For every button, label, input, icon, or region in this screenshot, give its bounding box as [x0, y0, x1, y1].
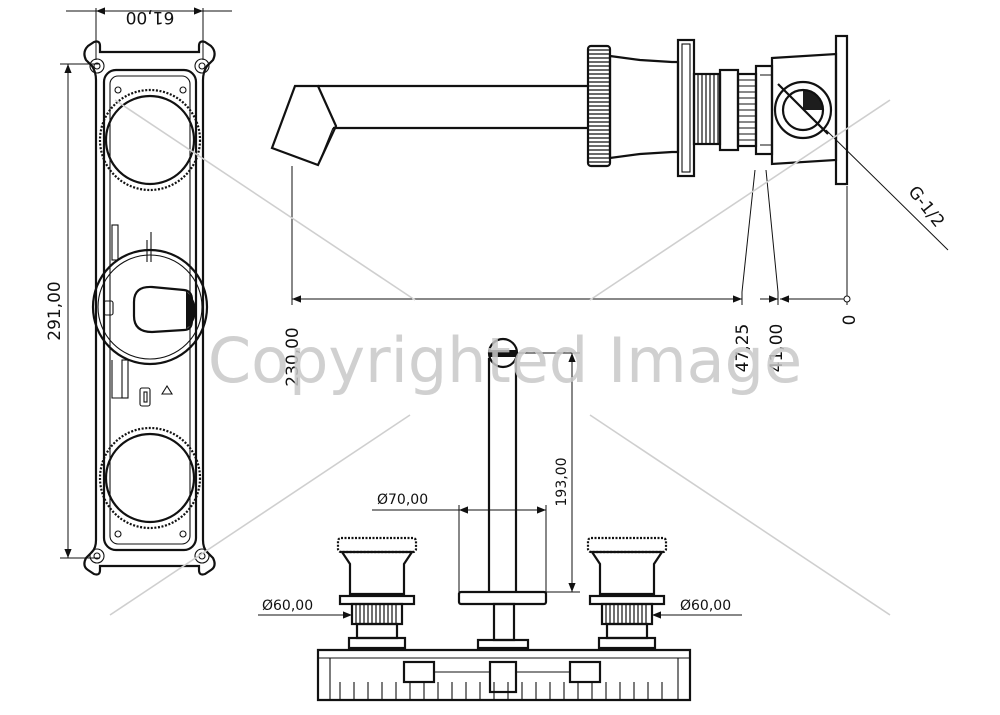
dim-plate-width: 61,00: [126, 7, 175, 27]
watermark: Copyrighted Image: [109, 99, 891, 616]
dim-offset-a: 47,25: [733, 324, 753, 373]
watermark-text: Copyrighted Image: [208, 324, 802, 397]
dim-offset-b: 41,00: [767, 324, 787, 373]
front-view-plate: 61,00 291,00: [45, 7, 232, 576]
dim-left-handle-diameter: Ø60,00: [262, 598, 313, 614]
left-handle: [336, 536, 418, 650]
dim-origin: 0: [840, 315, 860, 326]
dim-thread: G-1/2: [904, 182, 948, 231]
dim-plate-height: 291,00: [45, 281, 65, 340]
dim-projection-total: 230,00: [283, 327, 303, 386]
right-handle: [586, 536, 668, 650]
dim-right-handle-diameter: Ø60,00: [680, 598, 731, 614]
dim-escutcheon-diameter: Ø70,00: [377, 492, 428, 508]
dim-spout-height: 193,00: [554, 458, 570, 507]
front-elevation-basin-set: 193,00 Ø70,00 Ø60,00: [258, 337, 742, 702]
